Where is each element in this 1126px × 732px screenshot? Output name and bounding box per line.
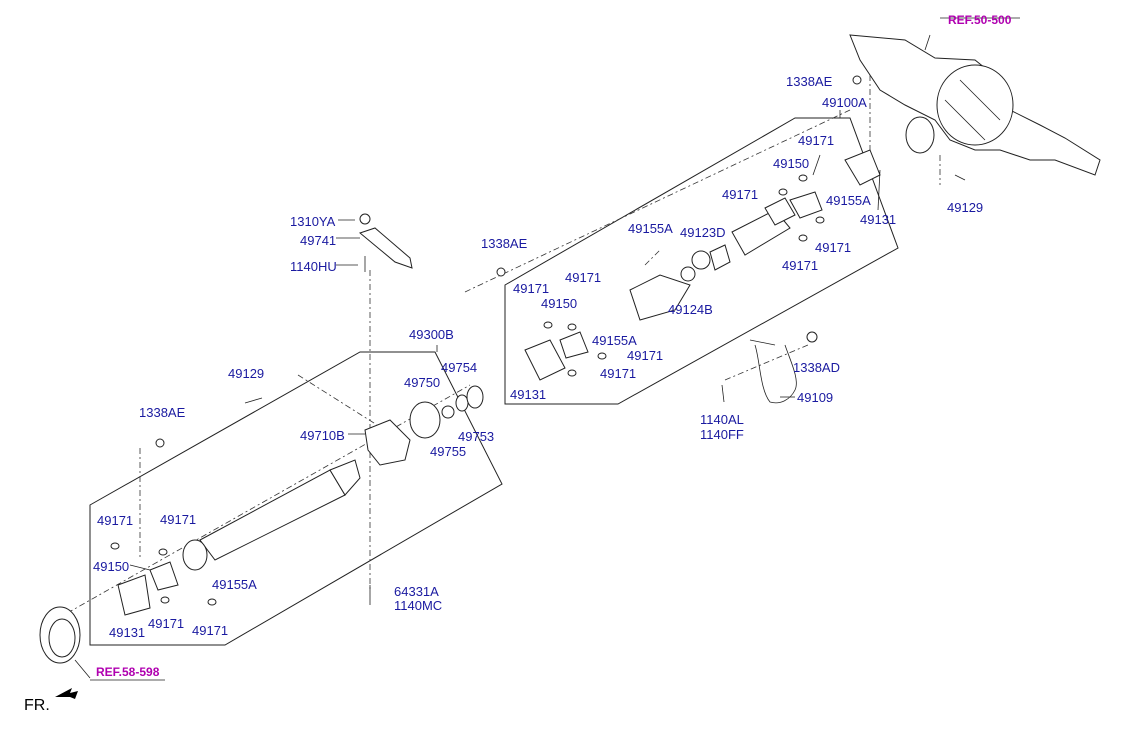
part-label-49171[interactable]: 49171: [798, 133, 835, 148]
part-label-49155a[interactable]: 49155A: [592, 333, 637, 348]
part-label-49150[interactable]: 49150: [93, 559, 130, 574]
part-label-49129[interactable]: 49129: [228, 366, 265, 381]
nut-1338ae-top: [852, 75, 862, 85]
ref-rear-axle-link[interactable]: REF.50-500: [948, 13, 1012, 27]
part-label-49750[interactable]: 49750: [404, 375, 441, 390]
assembly-box-49100a: [504, 117, 899, 405]
part-label-49741[interactable]: 49741: [300, 233, 337, 248]
part-label-49155a[interactable]: 49155A: [212, 577, 257, 592]
part-label-49754[interactable]: 49754: [441, 360, 478, 375]
part-label-49171[interactable]: 49171: [782, 258, 819, 273]
centerline-49129-bolt: [297, 374, 386, 431]
universal-joint-lower: [117, 561, 179, 616]
part-label-49155a[interactable]: 49155A: [628, 221, 673, 236]
part-label-49753[interactable]: 49753: [458, 429, 495, 444]
part-label-1140ff[interactable]: 1140FF: [700, 427, 744, 442]
part-label-49171[interactable]: 49171: [565, 270, 602, 285]
part-label-1338ae[interactable]: 1338AE: [139, 405, 186, 420]
part-label-49131[interactable]: 49131: [860, 212, 897, 227]
part-label-1338ad[interactable]: 1338AD: [793, 360, 840, 375]
part-label-49710b[interactable]: 49710B: [300, 428, 345, 443]
universal-joint-upper: [524, 149, 881, 381]
part-label-49131[interactable]: 49131: [109, 625, 146, 640]
part-label-1140mc[interactable]: 1140MC: [394, 598, 443, 613]
part-label-49123d[interactable]: 49123D: [680, 225, 726, 240]
part-label-1338ae[interactable]: 1338AE: [481, 236, 528, 251]
centerline-upper: [464, 109, 851, 293]
part-label-49171[interactable]: 49171: [627, 348, 664, 363]
part-label-1310ya[interactable]: 1310YA: [290, 214, 336, 229]
part-label-1140al[interactable]: 1140AL: [700, 412, 744, 427]
part-label-49755[interactable]: 49755: [430, 444, 467, 459]
nut-1338ae-low: [155, 438, 165, 448]
rear-axle-housing: [849, 34, 1101, 176]
part-label-49171[interactable]: 49171: [513, 281, 550, 296]
part-label-49129[interactable]: 49129: [947, 200, 984, 215]
front-arrow-icon: [55, 688, 78, 699]
bolt-1140al: [721, 384, 725, 403]
part-label-49171[interactable]: 49171: [815, 240, 852, 255]
part-label-49131[interactable]: 49131: [510, 387, 547, 402]
part-label-49124b[interactable]: 49124B: [668, 302, 713, 317]
part-label-49171[interactable]: 49171: [148, 616, 185, 631]
part-label-49171[interactable]: 49171: [97, 513, 134, 528]
slip-yoke-49100a: [629, 197, 796, 321]
part-label-49171[interactable]: 49171: [160, 512, 197, 527]
assembly-box-49300b: [89, 351, 503, 646]
nut-1338ae-mid: [496, 267, 506, 277]
bolt-49129-upper: [954, 174, 966, 181]
part-label-49171[interactable]: 49171: [192, 623, 229, 638]
centerline-hanger: [724, 344, 809, 381]
part-label-49150[interactable]: 49150: [773, 156, 810, 171]
part-label-1338ae[interactable]: 1338AE: [786, 74, 833, 89]
propeller-shaft-tube: [182, 459, 361, 571]
part-label-49100a[interactable]: 49100A: [822, 95, 867, 110]
center-bearing-49710b: [364, 385, 484, 466]
part-label-49300b[interactable]: 49300B: [409, 327, 454, 342]
centerline-lower: [54, 384, 471, 621]
bracket-49741: [358, 213, 413, 272]
ref-transmission-link[interactable]: REF.58-598: [96, 665, 160, 679]
part-label-1140hu[interactable]: 1140HU: [290, 259, 337, 274]
part-label-49109[interactable]: 49109: [797, 390, 834, 405]
part-label-49155a[interactable]: 49155A: [826, 193, 871, 208]
part-label-64331a[interactable]: 64331A: [394, 584, 439, 599]
bolt-49129-lower: [244, 397, 263, 404]
part-label-49171[interactable]: 49171: [600, 366, 637, 381]
centerline-49155a: [644, 249, 661, 266]
transmission-flange: [39, 606, 81, 664]
part-label-49150[interactable]: 49150: [541, 296, 578, 311]
safety-strap-49109: [749, 331, 818, 404]
front-direction-label: FR.: [24, 697, 50, 714]
part-label-49171[interactable]: 49171: [722, 187, 759, 202]
